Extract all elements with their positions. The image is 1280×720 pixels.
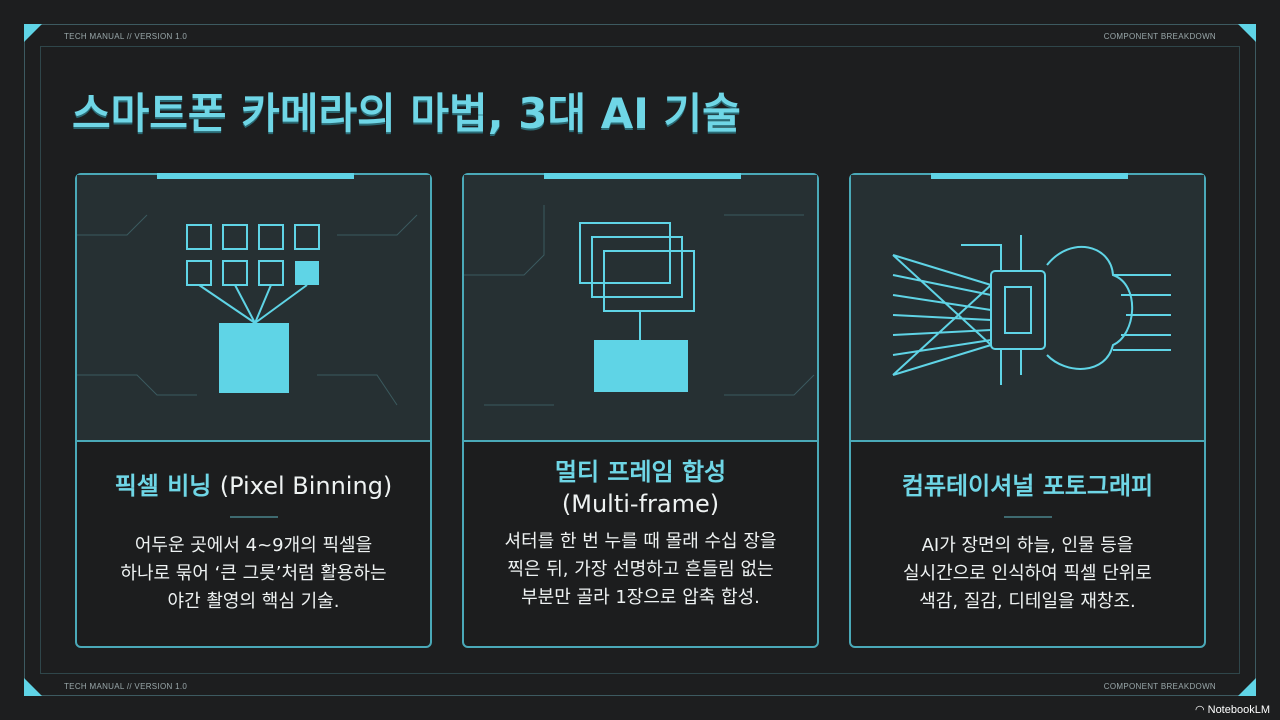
desc-line: 부분만 골라 1장으로 압축 합성. [521,587,760,608]
notebooklm-logo-icon: ◠ [1194,704,1208,716]
corner-mark [1238,678,1256,696]
desc-line: 야간 촬영의 핵심 기술. [167,591,340,612]
header-left: TECH MANUAL // VERSION 1.0 [64,32,188,41]
card-multi-frame: 멀티 프레임 합성 (Multi-frame) 셔터를 한 번 누를 때 몰래 수… [462,173,819,648]
corner-mark [1238,24,1256,42]
outer-frame [24,24,1256,696]
watermark-text: NotebookLM [1207,704,1270,716]
card-title: 픽셀 비닝 [114,472,212,500]
desc-line: 찍은 뒤, 가장 선명하고 흔들림 없는 [507,559,774,580]
footer-right: COMPONENT BREAKDOWN [1103,682,1216,691]
divider [229,516,278,518]
desc-line: 셔터를 한 번 누를 때 몰래 수십 장을 [504,531,777,552]
desc-line: 하나로 묶어 ‘큰 그릇’처럼 활용하는 [120,563,387,584]
card-title: 컴퓨테이셔널 포토그래피 [901,472,1154,500]
desc-line: 실시간으로 인식하여 픽셀 단위로 [902,563,1152,584]
footer-left: TECH MANUAL // VERSION 1.0 [64,682,188,691]
header-right: COMPONENT BREAKDOWN [1103,32,1216,41]
corner-mark [24,678,42,696]
card-title-en: (Pixel Binning) [219,472,393,500]
stacked-frames-icon [464,175,817,442]
chip-brain-icon [851,175,1204,442]
desc-line: 색감, 질감, 디테일을 재창조. [919,591,1136,612]
desc-line: AI가 장면의 하늘, 인물 등을 [921,535,1134,556]
inner-frame [40,46,1240,674]
pixel-grid-icon [77,175,430,442]
desc-line: 어두운 곳에서 4~9개의 픽셀을 [134,535,373,556]
watermark: ◠ NotebookLM [1195,703,1270,716]
card-title: 멀티 프레임 합성 [554,458,727,486]
divider [1003,516,1052,518]
card-title-en: (Multi-frame) [561,490,720,518]
corner-mark [24,24,42,42]
page-title: 스마트폰 카메라의 마법, 3대 AI 기술 [72,89,741,138]
